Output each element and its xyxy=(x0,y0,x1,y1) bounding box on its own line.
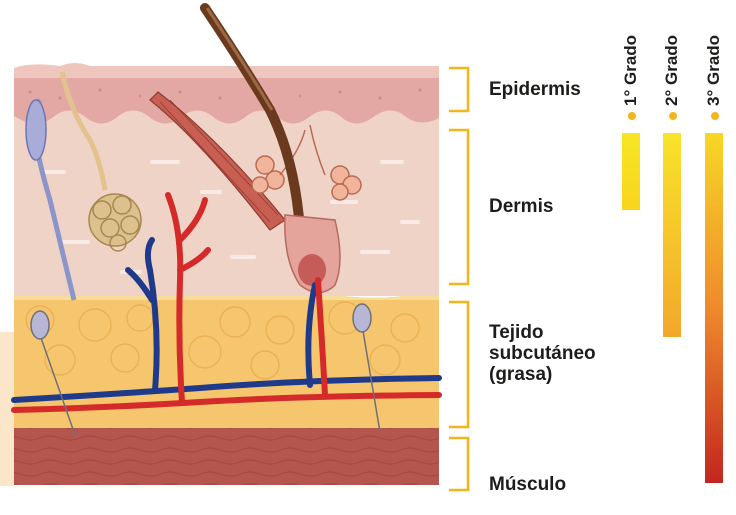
bracket-epidermis xyxy=(449,68,468,111)
grade-2-bar xyxy=(663,133,681,337)
grade-2-label: 2° Grado xyxy=(660,10,684,120)
grade-2-dot-icon xyxy=(669,112,677,120)
label-subcutaneous-line-2: subcutáneo xyxy=(489,343,596,364)
label-dermis: Dermis xyxy=(489,196,553,217)
bracket-muscle xyxy=(449,438,468,490)
grade-3-bar xyxy=(705,133,723,483)
grade-3-text: 3° Grado xyxy=(704,35,723,106)
grade-1-label: 1° Grado xyxy=(619,10,643,120)
grade-2-text: 2° Grado xyxy=(662,35,681,106)
layer-brackets xyxy=(449,68,468,490)
label-muscle: Músculo xyxy=(489,474,566,495)
label-epidermis: Epidermis xyxy=(489,79,581,100)
dermis-layer xyxy=(14,100,439,296)
bracket-dermis xyxy=(449,130,468,284)
grade-1-bar xyxy=(622,133,640,210)
grade-3-label: 3° Grado xyxy=(702,10,726,120)
label-subcutaneous: Tejido subcutáneo (grasa) xyxy=(489,322,596,385)
muscle-layer xyxy=(14,425,439,485)
label-subcutaneous-line-3: (grasa) xyxy=(489,364,596,385)
grade-1-text: 1° Grado xyxy=(621,35,640,106)
bracket-subcutaneous xyxy=(449,302,468,427)
label-subcutaneous-line-1: Tejido xyxy=(489,322,596,343)
grade-1-dot-icon xyxy=(628,112,636,120)
grade-3-dot-icon xyxy=(711,112,719,120)
